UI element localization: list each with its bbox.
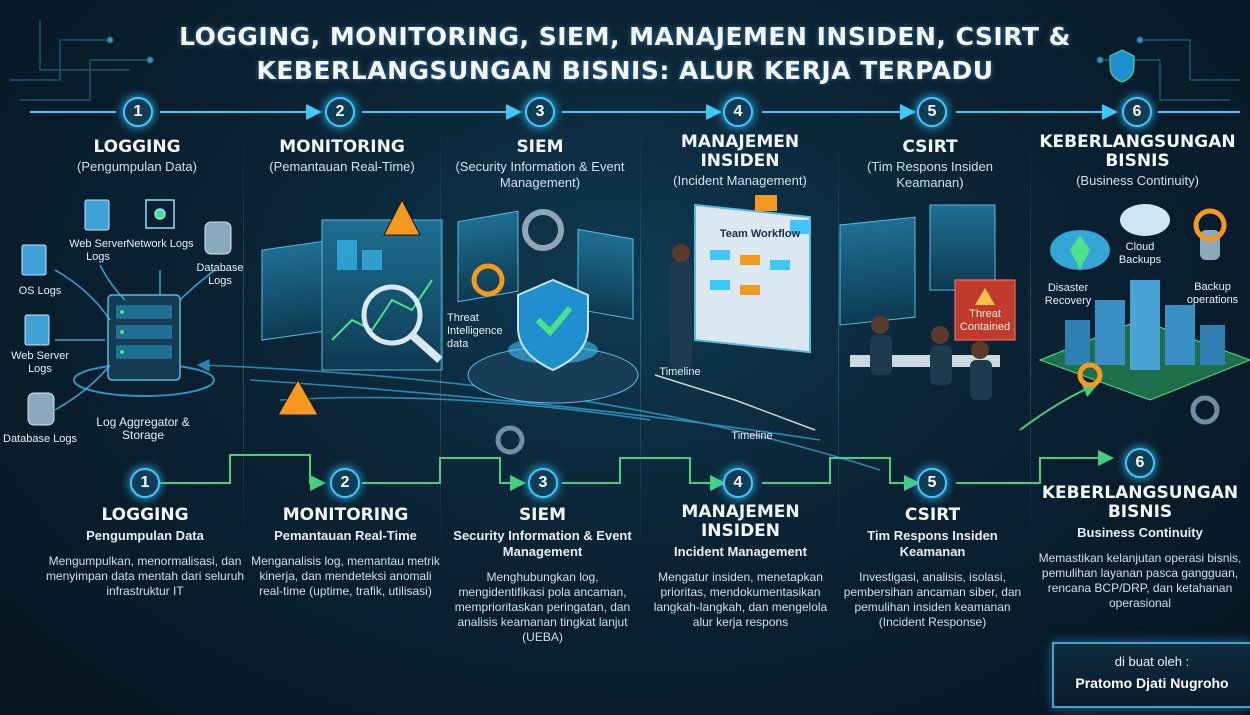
stage-subtitle: (Security Information & Event Management… xyxy=(455,159,625,190)
stage-logging-header: LOGGING (Pengumpulan Data) xyxy=(37,138,237,175)
stage-subtitle: Incident Management xyxy=(674,544,807,559)
page-title-line-1: LOGGING, MONITORING, SIEM, MANAJEMEN INS… xyxy=(179,22,1071,51)
stage-logging-detail: LOGGING Pengumpulan Data Mengumpulkan, m… xyxy=(45,506,245,599)
stage-subtitle: Tim Respons Insiden Keamanan xyxy=(867,528,998,559)
threat-contained-label: Threat Contained xyxy=(959,308,1011,333)
shield-lock-icon xyxy=(1109,49,1135,83)
stage-title: MANAJEMEN INSIDEN xyxy=(681,502,800,541)
divider xyxy=(243,120,244,560)
stage-title: SIEM xyxy=(516,137,564,157)
step-badge-5-top: 5 xyxy=(917,97,947,127)
network-logs-label: Network Logs xyxy=(126,238,194,250)
disaster-recovery-label: Disaster Recovery xyxy=(1044,282,1092,307)
author-credit-box: di buat oleh : Pratomo Djati Nugroho xyxy=(1052,642,1250,708)
bottom-flow-arrows xyxy=(160,382,1114,491)
web-server-logs-label: Web Server Logs xyxy=(69,238,127,263)
stage-siem-detail: SIEM Security Information & Event Manage… xyxy=(450,506,635,645)
stage-title: LOGGING xyxy=(101,505,189,525)
page-title-line-2: KEBERLANGSUNGAN BISNIS: ALUR KERJA TERPA… xyxy=(256,56,994,85)
step-badge-3-top: 3 xyxy=(525,97,555,127)
log-source-connectors xyxy=(54,264,216,411)
stage-title: KEBERLANGSUNGAN BISNIS xyxy=(1041,483,1239,522)
divider xyxy=(640,120,641,560)
stage-title: SIEM xyxy=(518,505,567,525)
stage-title: CSIRT xyxy=(902,137,958,157)
cloud-backups-label: Cloud Backups xyxy=(1118,241,1162,266)
siem-shield-core xyxy=(457,209,639,404)
stage-subtitle: Business Continuity xyxy=(1077,525,1203,540)
stage-subtitle: Pemantauan Real-Time xyxy=(274,528,417,543)
database-logs-label-left: Database Logs xyxy=(3,433,77,445)
stage-incident-header: MANAJEMEN INSIDEN (Incident Management) xyxy=(660,133,820,189)
stage-monitoring-detail: MONITORING Pemantauan Real-Time Menganal… xyxy=(248,506,443,599)
stage-title: LOGGING xyxy=(93,137,181,157)
csirt-operations-room xyxy=(839,204,1016,400)
stage-csirt-header: CSIRT (Tim Respons Insiden Keamanan) xyxy=(855,138,1005,191)
timeline-label-b: Timeline xyxy=(731,430,773,442)
stage-csirt-detail: CSIRT Tim Respons Insiden Keamanan Inves… xyxy=(840,506,1025,630)
step-badge-1-bottom: 1 xyxy=(130,468,160,498)
log-aggregator-label: Log Aggregator & Storage xyxy=(96,415,190,442)
credit-prefix: di buat oleh : xyxy=(1114,654,1190,669)
step-badge-1-top: 1 xyxy=(123,97,153,127)
team-workflow-board xyxy=(654,195,816,431)
circuit-decoration-left xyxy=(10,20,154,101)
stage-title: KEBERLANGSUNGAN BISNIS xyxy=(1039,132,1236,171)
stage-title: CSIRT xyxy=(904,505,961,525)
warning-triangle-icons xyxy=(277,198,421,416)
stage-continuity-detail: KEBERLANGSUNGAN BISNIS Business Continui… xyxy=(1035,484,1245,611)
stage-continuity-header: KEBERLANGSUNGAN BISNIS (Business Continu… xyxy=(1035,133,1240,189)
step-badge-2-top: 2 xyxy=(325,97,355,127)
backup-operations-label: Backup operations xyxy=(1186,281,1239,306)
gear-icons xyxy=(495,362,1220,455)
stage-subtitle: Security Information & Event Management xyxy=(453,528,632,559)
business-continuity-city xyxy=(1038,204,1250,401)
stage-description: Menghubungkan log, mengidentifikasi pola… xyxy=(454,570,631,644)
stage-description: Mengumpulkan, menormalisasi, dan menyimp… xyxy=(45,554,245,598)
stage-description: Menganalisis log, memantau metrik kinerj… xyxy=(251,554,440,598)
divider xyxy=(838,120,839,560)
web-server-logs-label-left: Web Server Logs xyxy=(11,350,69,375)
divider xyxy=(1030,120,1031,560)
divider xyxy=(440,120,441,560)
stage-title: MANAJEMEN INSIDEN xyxy=(680,132,800,171)
stage-subtitle: (Pemantauan Real-Time) xyxy=(269,159,415,174)
step-badge-6-bottom: 6 xyxy=(1125,448,1155,478)
os-logs-label: OS Logs xyxy=(18,285,62,297)
step-badge-4-bottom: 4 xyxy=(723,468,753,498)
stage-subtitle: (Pengumpulan Data) xyxy=(77,159,197,174)
threat-intel-label: Threat Intelligence data xyxy=(447,312,503,350)
log-aggregator-server xyxy=(73,294,215,397)
step-badge-2-bottom: 2 xyxy=(330,468,360,498)
stage-description: Investigasi, analisis, isolasi, pembersi… xyxy=(843,570,1022,629)
stage-title: MONITORING xyxy=(279,137,405,157)
stage-subtitle: (Tim Respons Insiden Keamanan) xyxy=(867,159,993,190)
credit-author: Pratomo Djati Nugroho xyxy=(1075,675,1229,691)
stage-description: Mengatur insiden, menetapkan prioritas, … xyxy=(653,570,828,629)
stage-siem-header: SIEM (Security Information & Event Manag… xyxy=(455,138,625,191)
step-badge-5-bottom: 5 xyxy=(917,468,947,498)
team-workflow-label: Team Workflow xyxy=(719,228,801,240)
timeline-label-a: Timeline xyxy=(659,366,701,378)
step-badge-3-bottom: 3 xyxy=(528,468,558,498)
stage-title: MONITORING xyxy=(282,505,409,525)
step-badge-4-top: 4 xyxy=(723,97,753,127)
stage-subtitle: (Business Continuity) xyxy=(1076,173,1199,188)
monitoring-dashboard xyxy=(261,219,443,371)
step-badge-6-top: 6 xyxy=(1122,97,1152,127)
stage-subtitle: (Incident Management) xyxy=(673,173,807,188)
network-icon xyxy=(145,199,175,229)
database-logs-label: Database Logs xyxy=(196,262,244,287)
stage-description: Memastikan kelanjutan operasi bisnis, pe… xyxy=(1038,551,1242,610)
database-icons xyxy=(27,221,232,426)
document-icons xyxy=(21,199,110,346)
stage-incident-detail: MANAJEMEN INSIDEN Incident Management Me… xyxy=(648,503,833,630)
stage-monitoring-header: MONITORING (Pemantauan Real-Time) xyxy=(242,138,442,175)
stage-subtitle: Pengumpulan Data xyxy=(86,528,204,543)
